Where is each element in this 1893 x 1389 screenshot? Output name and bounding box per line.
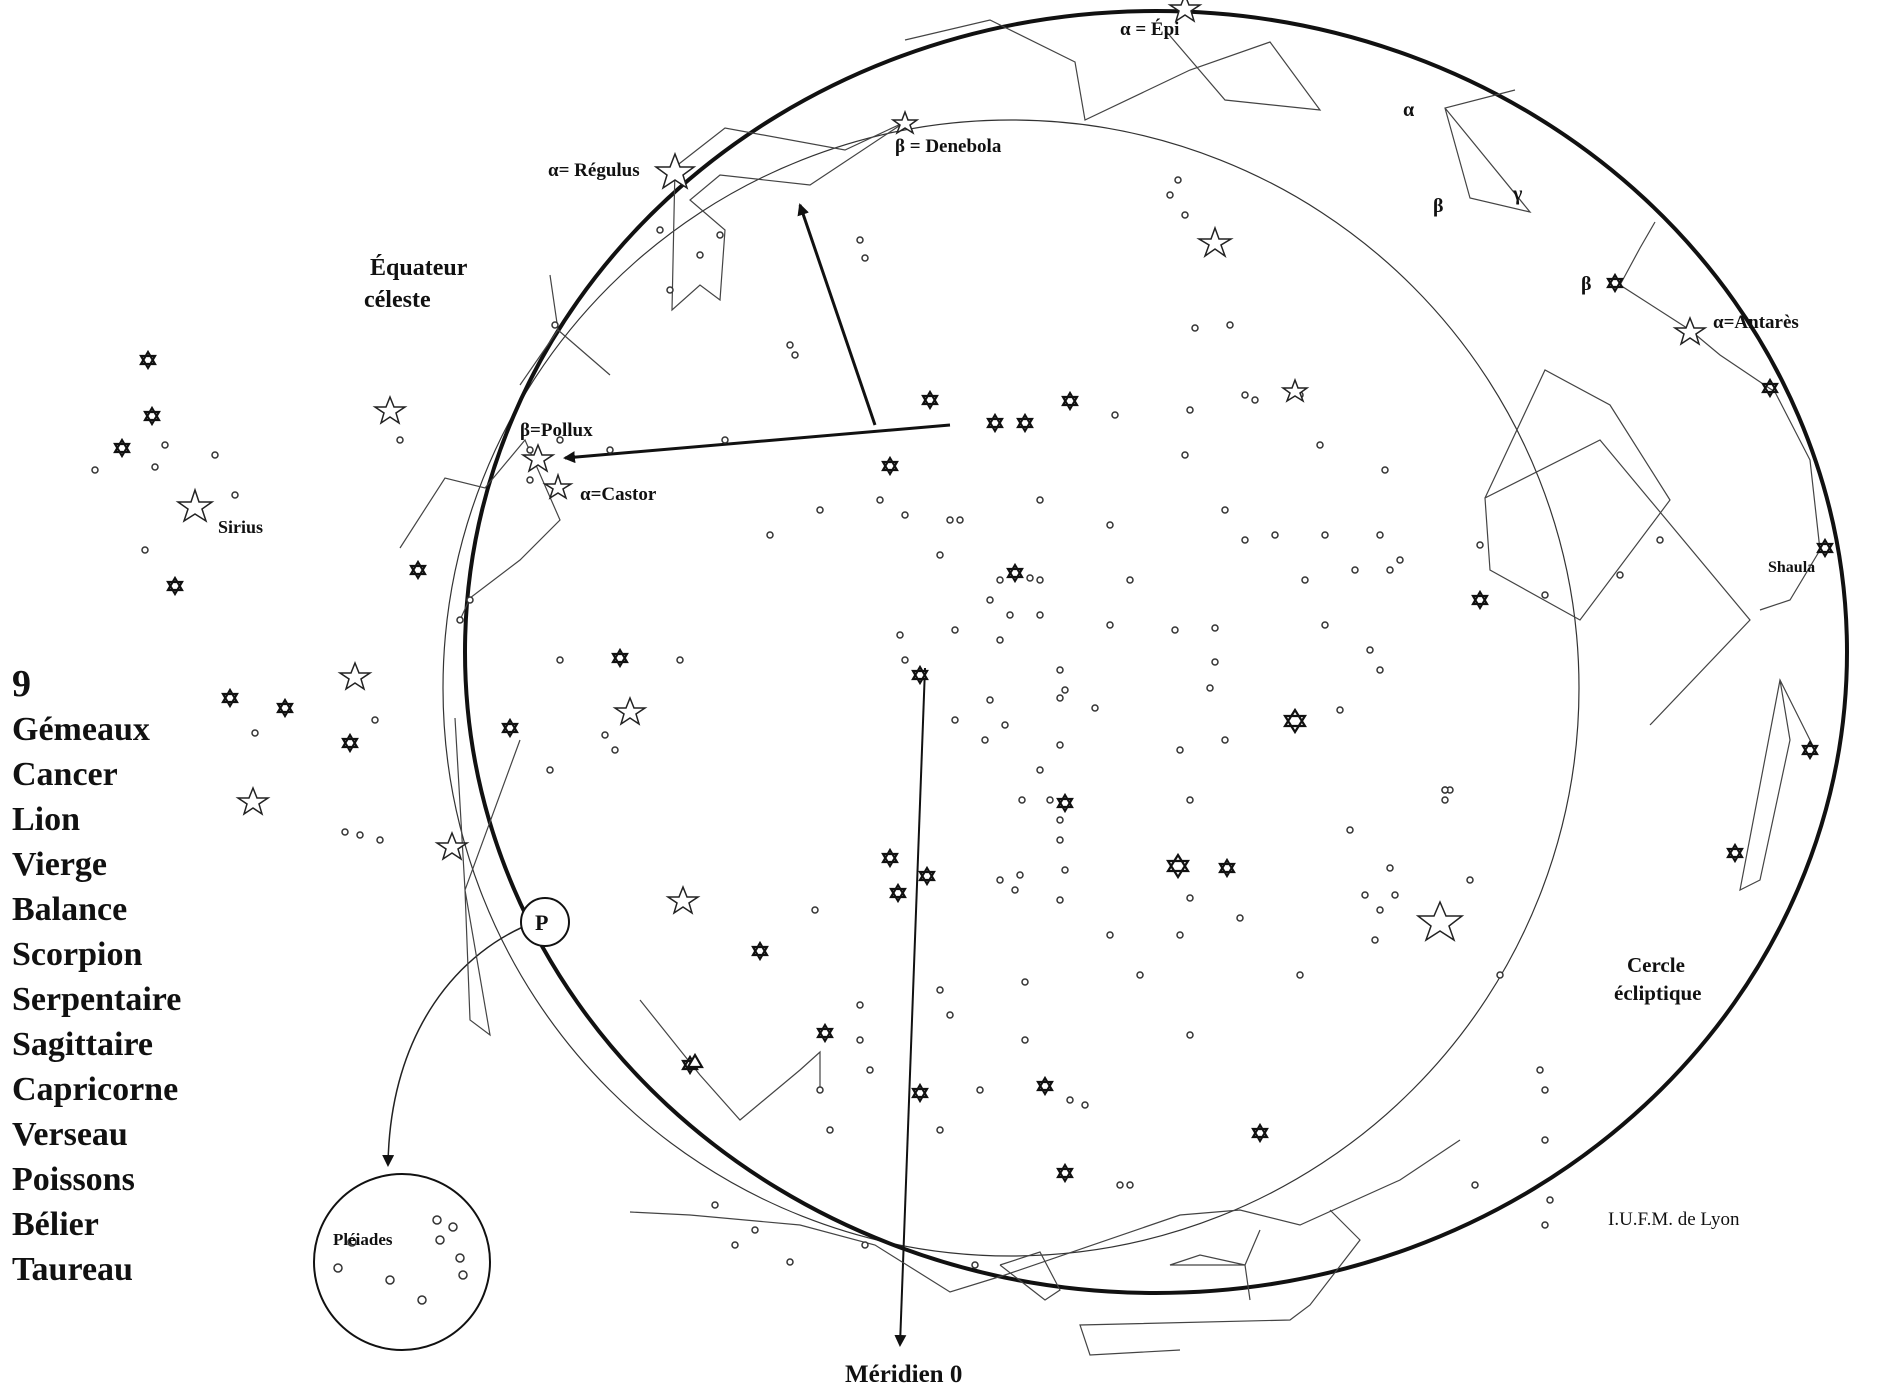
equator-label-line2: céleste: [364, 287, 431, 313]
zodiac-sign: Sagittaire: [12, 1026, 154, 1063]
shaula-label: Shaula: [1768, 559, 1815, 576]
pleiades-pointer: [382, 921, 536, 1167]
ecliptic-label-line1: Cercle: [1627, 953, 1685, 977]
beta-label: β: [1433, 195, 1444, 217]
meridian-label: Méridien 0: [845, 1361, 962, 1388]
pleiades-stars: [333, 1215, 468, 1305]
castor-label: α=Castor: [580, 484, 657, 505]
zodiac-sign: Scorpion: [12, 936, 143, 973]
pleiades-circle: [313, 1173, 491, 1351]
credit-label: I.U.F.M. de Lyon: [1608, 1209, 1740, 1230]
alpha-label: α: [1403, 99, 1414, 121]
zodiac-sign: Lion: [12, 801, 81, 838]
zodiac-sign: Serpentaire: [12, 981, 182, 1018]
zodiac-sign: Verseau: [12, 1116, 128, 1153]
zodiac-sign: Poissons: [12, 1161, 135, 1198]
cancer-lines: [519, 274, 611, 386]
epi-label: α = Épi: [1120, 18, 1179, 40]
zodiac-number: 9: [12, 663, 31, 705]
zodiac-sign: Balance: [12, 891, 128, 928]
pole-label: P: [535, 910, 548, 935]
zodiac-list: 9 Gémeaux Cancer Lion Vierge Balance Sco…: [12, 662, 181, 1292]
equator-label-line1: Équateur: [370, 255, 468, 281]
pollux-arrow: [563, 423, 951, 464]
beta2-label: β: [1581, 273, 1592, 295]
ophiuchus-pole-lines: [454, 717, 521, 1037]
regulus-label: α= Régulus: [548, 160, 640, 181]
pisces-lines: [999, 1251, 1061, 1301]
capricornus-lines: [629, 1139, 1461, 1293]
aries-lines: [1169, 1229, 1261, 1301]
field-stars: [91, 176, 1664, 1269]
zodiac-sign: Vierge: [12, 846, 108, 883]
scorpius-lines: [1619, 221, 1821, 611]
denebola-label: β = Denebola: [895, 136, 1002, 157]
serpens-lines: [1484, 369, 1751, 726]
zodiac-sign: Cancer: [12, 756, 118, 793]
ecliptic-circle: [463, 9, 1849, 1295]
pollux-label: β=Pollux: [520, 420, 593, 441]
gemini-lines: [399, 438, 561, 621]
libra-lines: [1444, 89, 1532, 213]
celestial-equator-circle: [442, 119, 1580, 1257]
leo-lines: [671, 121, 906, 312]
meridian-arrow: [894, 667, 926, 1347]
sirius-label: Sirius: [218, 517, 263, 537]
zodiac-sign: Taureau: [12, 1251, 133, 1288]
sagittarius-lines: [1739, 678, 1816, 892]
bright-stars: [113, 272, 1834, 1184]
gamma-label: γ: [1512, 183, 1523, 205]
denebola-arrow: [797, 203, 877, 426]
pole-circle: [520, 897, 570, 947]
zodiac-sign: Capricorne: [12, 1071, 179, 1108]
pleiades-label: Pléiades: [333, 1230, 393, 1249]
aquarius-lines: [639, 999, 821, 1121]
virgo-lines: [904, 19, 1322, 121]
taurus-lines: [1079, 1209, 1361, 1356]
ecliptic-label-line2: écliptique: [1614, 981, 1702, 1005]
zodiac-sign: Bélier: [12, 1206, 99, 1243]
zodiac-sign: Gémeaux: [12, 711, 150, 748]
outline-stars: [175, 0, 1708, 942]
antares-label: α=Antarès: [1713, 312, 1799, 333]
